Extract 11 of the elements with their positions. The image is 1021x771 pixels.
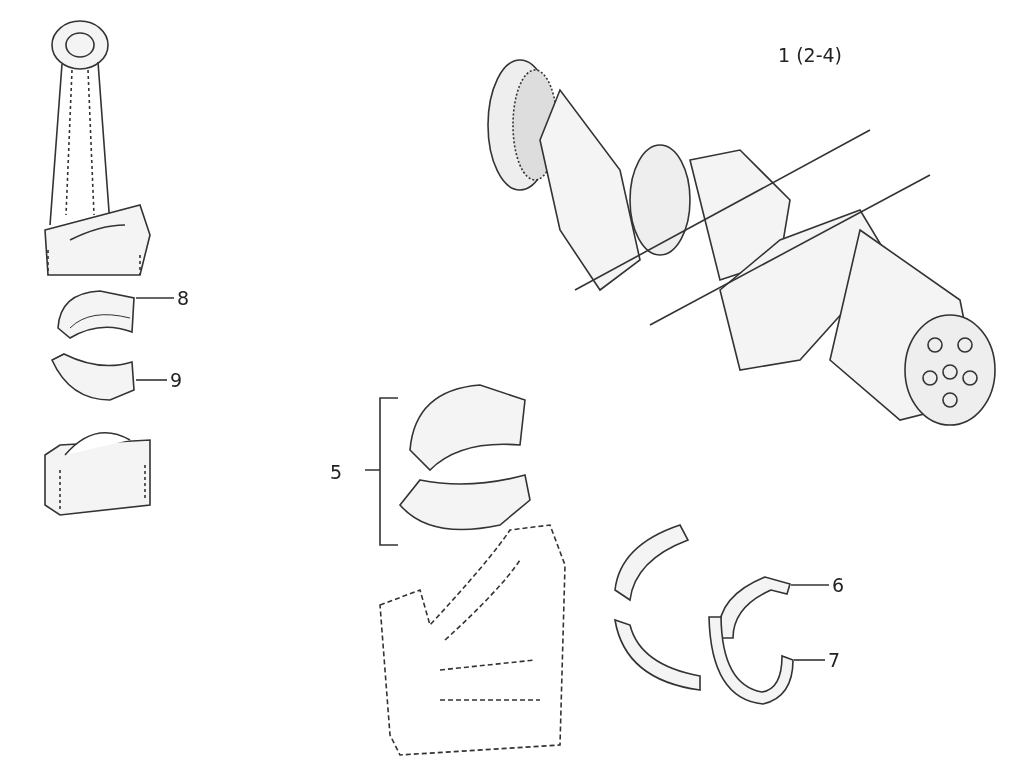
callout-number: 8	[177, 287, 197, 309]
callout-number: 9	[170, 369, 190, 391]
callout-number: 6	[832, 574, 852, 596]
callout-number: 5	[330, 461, 343, 483]
leader-line	[135, 379, 168, 381]
bearing-part-drawing	[705, 615, 794, 707]
callout-number: 1 (2-4)	[778, 44, 842, 66]
leader-line	[793, 659, 826, 661]
leader-line	[135, 297, 175, 299]
leader-line	[790, 584, 830, 586]
callout-number: 7	[828, 649, 848, 671]
